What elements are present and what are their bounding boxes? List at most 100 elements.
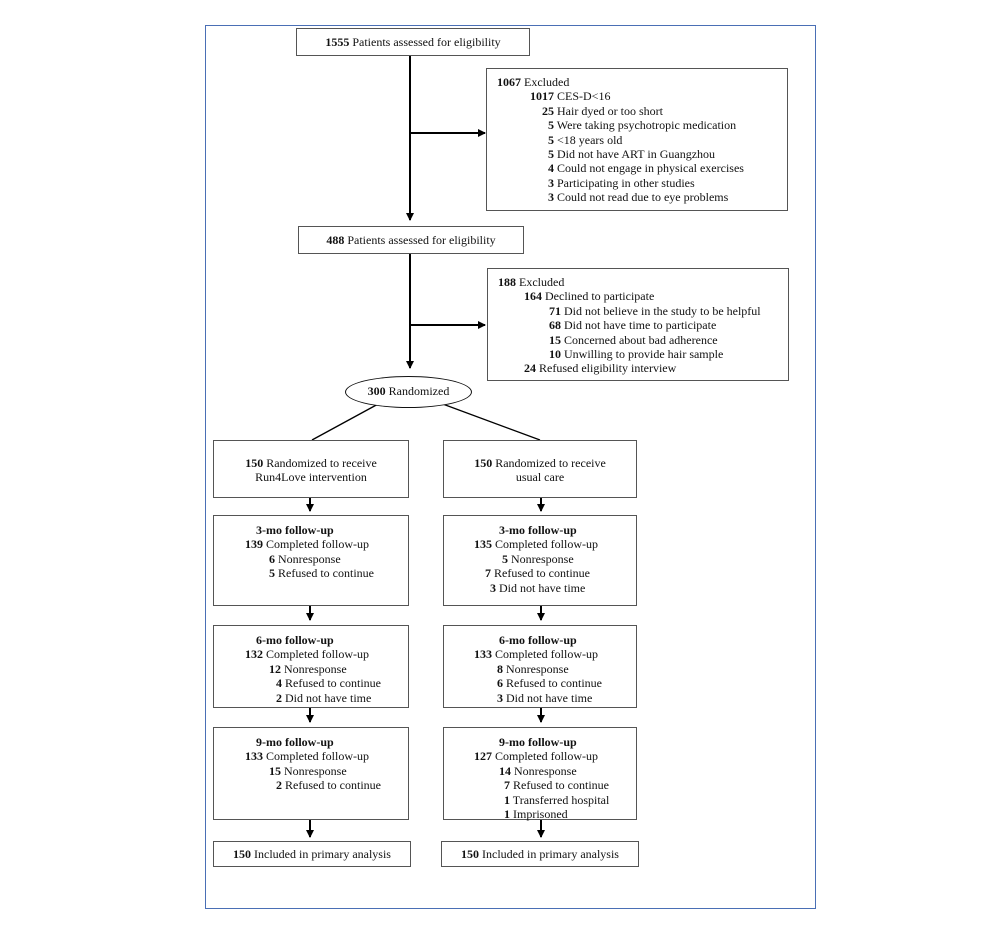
control-fu9-title: 9-mo follow-up bbox=[499, 735, 577, 749]
control-fu3-refused-count: 7 bbox=[485, 566, 491, 581]
control-fu9-completed-label: Completed follow-up bbox=[495, 749, 598, 764]
control-fu9-imprisoned-label: Imprisoned bbox=[513, 807, 568, 822]
control-alloc-line1: Randomized to receive bbox=[495, 456, 606, 470]
control-analysis-count: 150 bbox=[461, 847, 480, 861]
refused-interview-label: Refused eligibility interview bbox=[539, 361, 677, 376]
other-studies-label: Participating in other studies bbox=[557, 175, 695, 190]
intervention-fu9-refused-count: 2 bbox=[276, 778, 282, 793]
control-fu6-notime-count: 3 bbox=[497, 690, 503, 705]
other-studies-count: 3 bbox=[548, 175, 554, 190]
randomized-count: 300 bbox=[367, 384, 386, 398]
intervention-fu6-completed-count: 132 bbox=[245, 647, 263, 662]
figure-frame bbox=[205, 25, 816, 909]
excluded1-count: 1067 bbox=[497, 75, 521, 89]
adherence-count: 15 bbox=[549, 332, 561, 347]
intervention-fu9-completed-label: Completed follow-up bbox=[266, 749, 369, 764]
randomized-label: Randomized bbox=[388, 384, 450, 398]
intervention-fu6-refused-label: Refused to continue bbox=[285, 676, 381, 691]
ces-d-label: CES-D<16 bbox=[557, 89, 611, 104]
branch-left bbox=[311, 402, 381, 441]
control-fu6-notime-label: Did not have time bbox=[506, 690, 593, 705]
control-fu3-box: 3-mo follow-up 135 Completed follow-up 5… bbox=[443, 515, 637, 606]
intervention-fu3-refused-count: 5 bbox=[269, 566, 275, 581]
intervention-fu3-completed-count: 139 bbox=[245, 537, 263, 552]
intervention-fu9-nonresponse-count: 15 bbox=[269, 763, 281, 778]
intervention-alloc-box: 150 Randomized to receive Run4Love inter… bbox=[213, 440, 409, 498]
intervention-fu6-refused-count: 4 bbox=[276, 676, 282, 691]
assessed2-count: 488 bbox=[326, 233, 345, 247]
exercise-label: Could not engage in physical exercises bbox=[557, 161, 744, 176]
intervention-fu6-title: 6-mo follow-up bbox=[256, 633, 334, 647]
declined-count: 164 bbox=[524, 289, 542, 304]
intervention-alloc-line1: Randomized to receive bbox=[266, 456, 377, 470]
intervention-analysis-label: Included in primary analysis bbox=[254, 847, 391, 861]
intervention-alloc-count: 150 bbox=[245, 456, 264, 470]
control-fu3-notime-count: 3 bbox=[490, 580, 496, 595]
control-fu9-nonresponse-count: 14 bbox=[499, 763, 511, 778]
age-count: 5 bbox=[548, 132, 554, 147]
assessed2-box: 488 Patients assessed for eligibility bbox=[298, 226, 524, 254]
refused-interview-count: 24 bbox=[524, 361, 536, 376]
declined-label: Declined to participate bbox=[545, 289, 655, 304]
control-fu3-notime-label: Did not have time bbox=[499, 580, 586, 595]
control-fu6-box: 6-mo follow-up 133 Completed follow-up 8… bbox=[443, 625, 637, 708]
control-fu9-transferred-label: Transferred hospital bbox=[512, 792, 610, 807]
eye-count: 3 bbox=[548, 190, 554, 205]
excluded2-count: 188 bbox=[498, 275, 516, 289]
exercise-count: 4 bbox=[548, 161, 554, 176]
psychotropic-label: Were taking psychotropic medication bbox=[556, 118, 737, 133]
intervention-fu9-completed-count: 133 bbox=[245, 749, 263, 764]
control-alloc-box: 150 Randomized to receive usual care bbox=[443, 440, 637, 498]
intervention-fu6-nonresponse-label: Nonresponse bbox=[284, 661, 347, 676]
not-helpful-label: Did not believe in the study to be helpf… bbox=[564, 303, 761, 318]
intervention-alloc-line2: Run4Love intervention bbox=[255, 470, 367, 485]
control-fu9-completed-count: 127 bbox=[474, 749, 492, 764]
hair-sample-count: 10 bbox=[549, 347, 561, 362]
intervention-fu6-notime-label: Did not have time bbox=[285, 690, 372, 705]
eye-label: Could not read due to eye problems bbox=[557, 190, 729, 205]
control-fu6-nonresponse-count: 8 bbox=[497, 661, 503, 676]
intervention-fu6-nonresponse-count: 12 bbox=[269, 661, 281, 676]
intervention-fu6-box: 6-mo follow-up 132 Completed follow-up 1… bbox=[213, 625, 409, 708]
control-fu9-refused-label: Refused to continue bbox=[513, 778, 609, 793]
control-analysis-label: Included in primary analysis bbox=[482, 847, 619, 861]
excluded2-label: Excluded bbox=[519, 275, 565, 289]
excluded1-box: 1067 Excluded 1017 CES-D<16 25 Hair dyed… bbox=[486, 68, 788, 211]
ces-d-count: 1017 bbox=[530, 89, 554, 104]
intervention-fu3-completed-label: Completed follow-up bbox=[266, 537, 369, 552]
excluded2-box: 188 Excluded 164 Declined to participate… bbox=[487, 268, 789, 381]
control-fu9-nonresponse-label: Nonresponse bbox=[514, 763, 577, 778]
adherence-label: Concerned about bad adherence bbox=[564, 332, 718, 347]
intervention-fu9-box: 9-mo follow-up 133 Completed follow-up 1… bbox=[213, 727, 409, 820]
intervention-fu9-nonresponse-label: Nonresponse bbox=[284, 763, 347, 778]
control-fu3-refused-label: Refused to continue bbox=[494, 566, 590, 581]
control-fu9-refused-count: 7 bbox=[504, 778, 510, 793]
no-time-label: Did not have time to participate bbox=[564, 318, 717, 333]
intervention-fu9-title: 9-mo follow-up bbox=[256, 735, 334, 749]
control-analysis-box: 150 Included in primary analysis bbox=[441, 841, 639, 867]
excluded1-label: Excluded bbox=[524, 75, 570, 89]
control-fu9-transferred-count: 1 bbox=[504, 792, 510, 807]
hair-label: Hair dyed or too short bbox=[557, 103, 663, 118]
psychotropic-count: 5 bbox=[548, 118, 554, 133]
intervention-analysis-count: 150 bbox=[233, 847, 252, 861]
control-fu3-completed-count: 135 bbox=[474, 537, 492, 552]
branch-right bbox=[439, 402, 541, 441]
control-fu6-completed-count: 133 bbox=[474, 647, 492, 662]
assessed1-label: Patients assessed for eligibility bbox=[352, 35, 501, 49]
intervention-fu3-box: 3-mo follow-up 139 Completed follow-up 6… bbox=[213, 515, 409, 606]
control-fu3-nonresponse-label: Nonresponse bbox=[511, 551, 574, 566]
intervention-fu3-title: 3-mo follow-up bbox=[256, 523, 334, 537]
intervention-fu6-notime-count: 2 bbox=[276, 690, 282, 705]
assessed1-count: 1555 bbox=[325, 35, 350, 49]
control-fu6-refused-label: Refused to continue bbox=[506, 676, 602, 691]
intervention-fu6-completed-label: Completed follow-up bbox=[266, 647, 369, 662]
not-helpful-count: 71 bbox=[549, 303, 561, 318]
art-label: Did not have ART in Guangzhou bbox=[557, 147, 716, 162]
control-alloc-line2: usual care bbox=[515, 470, 565, 485]
randomized-oval: 300 Randomized bbox=[345, 376, 472, 408]
intervention-fu9-refused-label: Refused to continue bbox=[285, 778, 381, 793]
control-fu3-completed-label: Completed follow-up bbox=[495, 537, 598, 552]
control-fu3-nonresponse-count: 5 bbox=[502, 551, 508, 566]
